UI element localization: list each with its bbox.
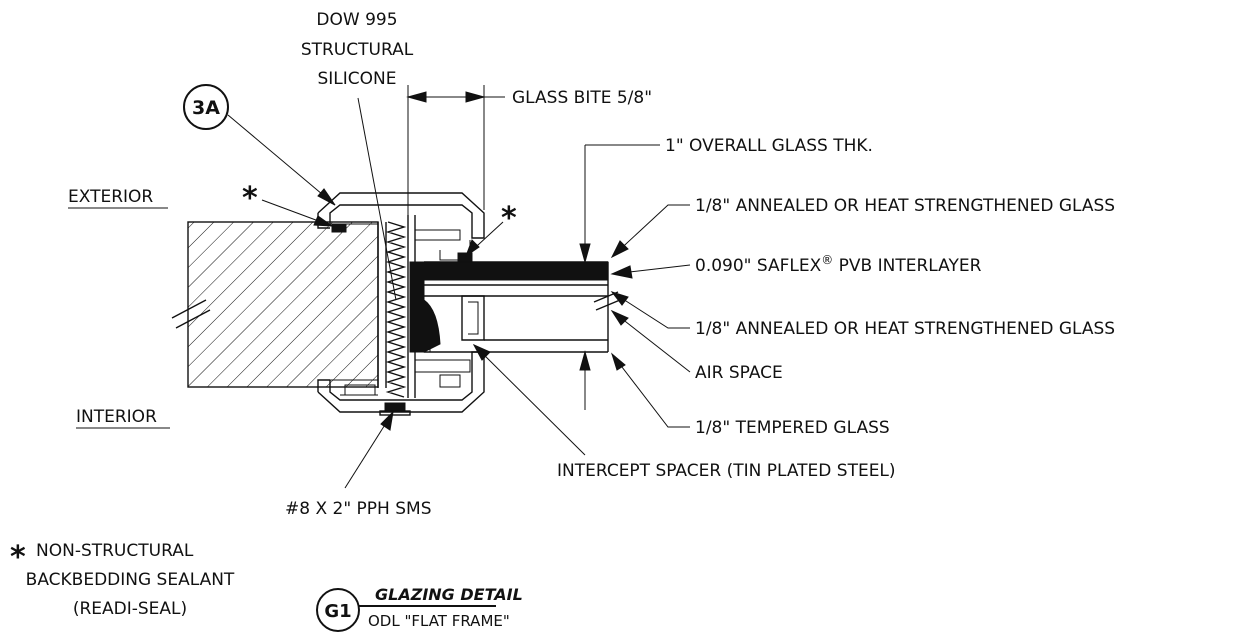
- glass-bite-dimension: [406, 85, 505, 220]
- note-asterisk: *: [10, 540, 26, 575]
- leader-lines: [227, 97, 691, 489]
- note-line-3: (READI-SEAL): [73, 599, 187, 619]
- screw-label: #8 X 2" PPH SMS: [285, 499, 432, 519]
- sealant-bead-left: [331, 223, 347, 233]
- detail-title-block: G1 GLAZING DETAIL ODL "FLAT FRAME": [316, 585, 523, 632]
- air-space-label: AIR SPACE: [695, 363, 783, 383]
- asterisk-right: *: [501, 201, 517, 236]
- structural-silicone-bead: [385, 221, 407, 398]
- silicone-label-3: SILICONE: [318, 69, 397, 89]
- detail-id: G1: [324, 601, 351, 622]
- section-ref-bubble: 3A: [183, 84, 229, 130]
- silicone-label-1: DOW 995: [316, 10, 397, 30]
- wall-section: [171, 221, 379, 388]
- section-ref-label: 3A: [192, 97, 220, 119]
- note-line-2: BACKBEDDING SEALANT: [26, 570, 235, 590]
- spacer-label: INTERCEPT SPACER (TIN PLATED STEEL): [557, 461, 896, 481]
- note-line-1: NON-STRUCTURAL: [36, 541, 194, 561]
- silicone-label-2: STRUCTURAL: [301, 40, 414, 60]
- glass-unit: [409, 261, 621, 353]
- overall-thickness-label: 1" OVERALL GLASS THK.: [665, 136, 873, 156]
- overall-thickness-dimension: [579, 144, 660, 410]
- annealed-inner-label: 1/8" ANNEALED OR HEAT STRENGTHENED GLASS: [695, 319, 1115, 339]
- detail-subtitle: ODL "FLAT FRAME": [368, 612, 510, 630]
- tempered-glass-label: 1/8" TEMPERED GLASS: [695, 418, 890, 438]
- interior-label: INTERIOR: [76, 407, 157, 427]
- exterior-label: EXTERIOR: [68, 187, 153, 207]
- detail-title: GLAZING DETAIL: [375, 585, 523, 604]
- glass-bite-label: GLASS BITE 5/8": [512, 88, 652, 108]
- annealed-outer-label: 1/8" ANNEALED OR HEAT STRENGTHENED GLASS: [695, 196, 1115, 216]
- asterisk-left: *: [242, 181, 258, 216]
- interlayer-label: 0.090" SAFLEX® PVB INTERLAYER: [695, 253, 982, 276]
- screw-head: [379, 402, 411, 416]
